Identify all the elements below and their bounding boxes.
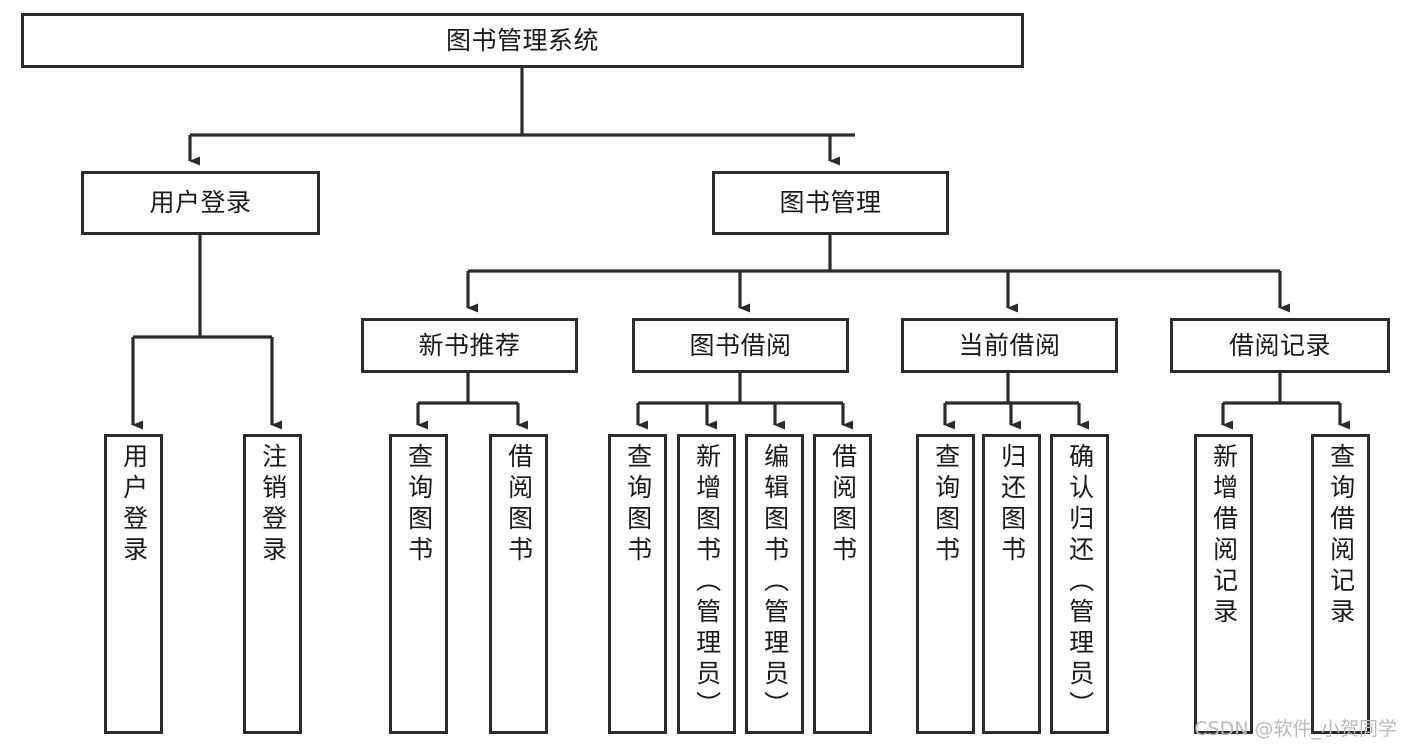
node-current-borrow[interactable]: 当前借阅: [901, 318, 1118, 373]
node-leaf-query-book-1-label: 查询图书: [404, 443, 434, 567]
node-leaf-query-record-label: 查询借阅记录: [1326, 443, 1356, 629]
node-new-book-recommend[interactable]: 新书推荐: [361, 318, 578, 373]
node-new-book-recommend-label: 新书推荐: [418, 330, 521, 360]
node-leaf-query-book-2-label: 查询图书: [623, 443, 653, 567]
node-root-system-label: 图书管理系统: [445, 25, 599, 55]
node-leaf-add-record[interactable]: 新增借阅记录: [1194, 434, 1253, 734]
node-leaf-edit-book[interactable]: 编辑图书（管理员）: [745, 434, 804, 734]
node-book-management-label: 图书管理: [779, 188, 882, 218]
node-leaf-borrow-book-2-label: 借阅图书: [828, 443, 858, 567]
csdn-watermark: CSDN @软件_小贺同学: [1194, 718, 1397, 740]
node-root-system[interactable]: 图书管理系统: [21, 13, 1024, 68]
node-leaf-user-login-label: 用户登录: [119, 443, 149, 567]
node-user-login[interactable]: 用户登录: [81, 171, 320, 235]
node-leaf-query-book-3[interactable]: 查询图书: [916, 434, 975, 734]
node-leaf-return-book[interactable]: 归还图书: [982, 434, 1041, 734]
node-leaf-borrow-book-1[interactable]: 借阅图书: [489, 434, 548, 734]
node-leaf-confirm-return[interactable]: 确认归还（管理员）: [1050, 434, 1109, 734]
node-borrow-record[interactable]: 借阅记录: [1170, 318, 1390, 373]
node-leaf-edit-book-label: 编辑图书（管理员）: [760, 443, 790, 722]
node-leaf-borrow-book-1-label: 借阅图书: [504, 443, 534, 567]
node-leaf-borrow-book-2[interactable]: 借阅图书: [813, 434, 872, 734]
node-book-borrow[interactable]: 图书借阅: [632, 318, 849, 373]
node-leaf-add-record-label: 新增借阅记录: [1209, 443, 1239, 629]
node-leaf-confirm-return-label: 确认归还（管理员）: [1065, 443, 1095, 722]
node-book-borrow-label: 图书借阅: [689, 330, 792, 360]
node-leaf-query-book-2[interactable]: 查询图书: [608, 434, 667, 734]
node-leaf-add-book[interactable]: 新增图书（管理员）: [677, 434, 736, 734]
node-leaf-return-book-label: 归还图书: [997, 443, 1027, 567]
node-current-borrow-label: 当前借阅: [958, 330, 1061, 360]
node-leaf-query-record[interactable]: 查询借阅记录: [1311, 434, 1370, 734]
node-leaf-logout-label: 注销登录: [258, 443, 288, 567]
node-leaf-logout[interactable]: 注销登录: [243, 434, 302, 734]
node-book-management[interactable]: 图书管理: [712, 171, 949, 235]
node-leaf-user-login[interactable]: 用户登录: [104, 434, 163, 734]
node-leaf-add-book-label: 新增图书（管理员）: [692, 443, 722, 722]
node-leaf-query-book-1[interactable]: 查询图书: [389, 434, 448, 734]
node-leaf-query-book-3-label: 查询图书: [931, 443, 961, 567]
node-borrow-record-label: 借阅记录: [1228, 330, 1331, 360]
node-user-login-label: 用户登录: [149, 188, 252, 218]
